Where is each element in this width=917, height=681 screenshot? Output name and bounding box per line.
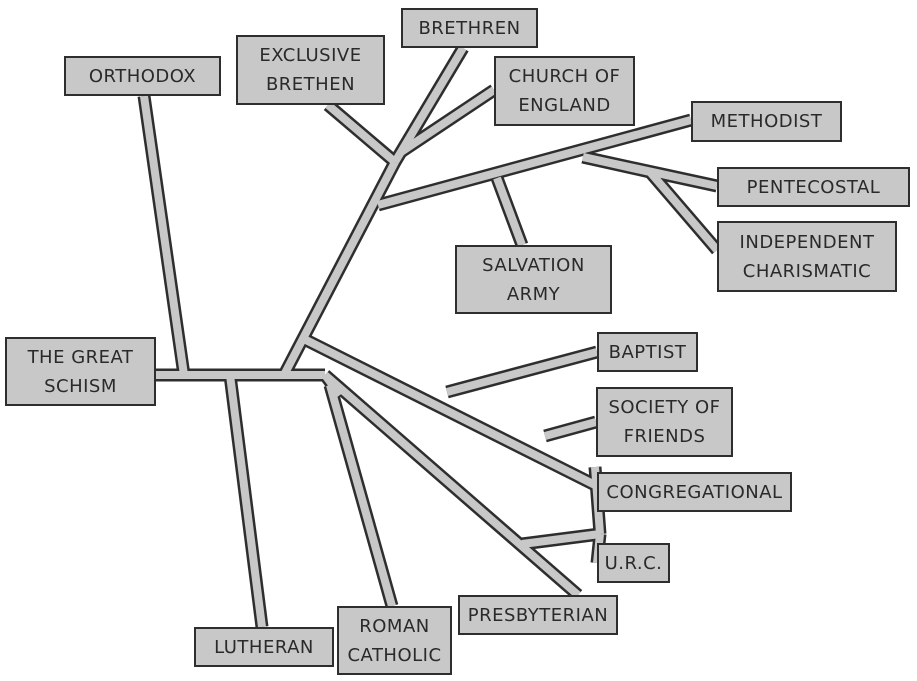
- node-roman-catholic: ROMAN CATHOLIC: [337, 606, 452, 675]
- branch-anglican-trunk: [280, 160, 399, 377]
- branch-methodist-split: [582, 153, 651, 176]
- branch-lutheran: [226, 374, 266, 628]
- node-methodist: METHODIST: [691, 101, 842, 142]
- branch-roman-catholic: [326, 383, 396, 608]
- branch-orthodox: [140, 95, 188, 376]
- node-exclusive-brethren: EXCLUSIVE BRETHEN: [236, 35, 385, 105]
- branch-brethren: [391, 45, 467, 165]
- branch-free-church-trunk: [304, 336, 599, 490]
- branch-urc-presbyterian: [521, 530, 601, 548]
- node-baptist: BAPTIST: [597, 332, 698, 372]
- node-salvation-army: SALVATION ARMY: [455, 245, 612, 314]
- branch-church-of-england: [398, 86, 497, 156]
- node-great-schism: THE GREAT SCHISM: [5, 337, 156, 406]
- node-brethren: BRETHREN: [401, 8, 538, 48]
- branch-independent-charismatic: [646, 169, 721, 253]
- branch-society-of-friends: [543, 418, 598, 440]
- node-congregational: CONGREGATIONAL: [597, 472, 792, 512]
- node-lutheran: LUTHERAN: [194, 627, 334, 667]
- node-pentecostal: PENTECOSTAL: [717, 167, 910, 207]
- node-church-of-england: CHURCH OF ENGLAND: [494, 56, 635, 126]
- node-presbyterian: PRESBYTERIAN: [458, 595, 618, 635]
- branch-baptist: [445, 348, 599, 396]
- node-urc: U.R.C.: [597, 543, 670, 583]
- node-orthodox: ORTHODOX: [64, 56, 221, 96]
- branch-exclusive-brethren: [325, 101, 398, 166]
- branch-presbyterian: [322, 371, 581, 599]
- branch-salvation-army: [493, 176, 526, 247]
- node-independent-charismatic: INDEPENDENT CHARISMATIC: [717, 221, 897, 292]
- node-society-of-friends: SOCIETY OF FRIENDS: [596, 387, 733, 457]
- branch-methodist-trunk: [376, 116, 693, 209]
